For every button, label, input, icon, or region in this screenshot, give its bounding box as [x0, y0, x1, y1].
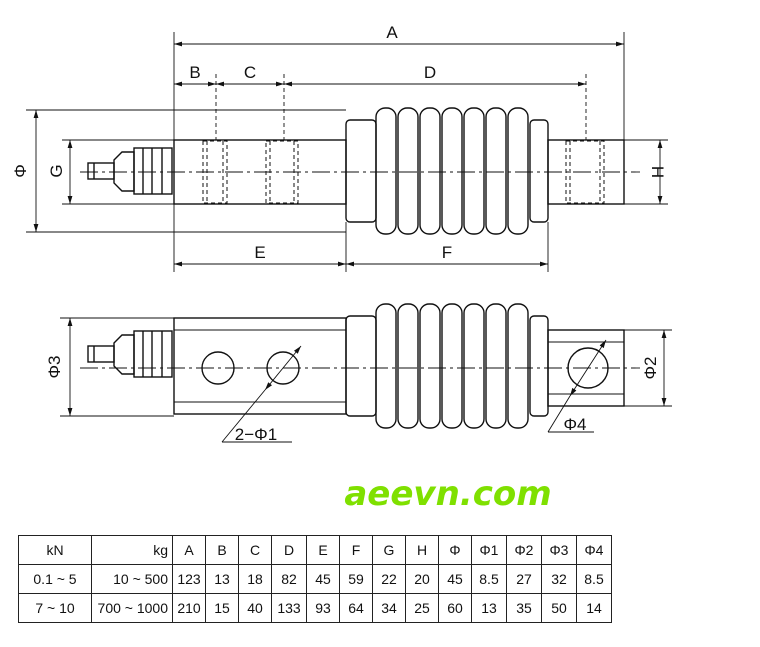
cell-h: 20 [405, 564, 439, 594]
header-e: E [306, 535, 340, 565]
cell-phi: 60 [438, 593, 472, 623]
dim-label-phi3: Φ3 [45, 355, 64, 378]
table-header-row: kN kg A B C D E F G H Φ Φ1 Φ2 Φ3 Φ4 [18, 535, 612, 565]
cell-e: 93 [306, 593, 340, 623]
hole-callout-phi4: Φ4 [563, 415, 586, 434]
cell-phi2: 27 [506, 564, 542, 594]
table-row: 0.1 ~ 5 10 ~ 500 123 13 18 82 45 59 22 2… [18, 564, 612, 594]
cell-b: 15 [205, 593, 239, 623]
cell-e: 45 [306, 564, 340, 594]
watermark: aeevn.com [344, 474, 551, 514]
cell-c: 40 [238, 593, 272, 623]
cell-d: 82 [271, 564, 307, 594]
bellows-top [345, 107, 549, 235]
header-d: D [271, 535, 307, 565]
header-phi1: Φ1 [471, 535, 507, 565]
cell-kn: 0.1 ~ 5 [18, 564, 92, 594]
bellows-side [345, 303, 549, 429]
dim-label-d: D [424, 63, 436, 82]
dim-label-g: G [47, 164, 66, 177]
cell-f: 64 [339, 593, 373, 623]
dim-label-phi2: Φ2 [641, 356, 660, 379]
cell-phi1: 13 [471, 593, 507, 623]
cell-kn: 7 ~ 10 [18, 593, 92, 623]
cell-phi1: 8.5 [471, 564, 507, 594]
cell-g: 22 [372, 564, 406, 594]
header-a: A [172, 535, 206, 565]
dim-label-b: B [189, 63, 200, 82]
cell-phi2: 35 [506, 593, 542, 623]
cable-gland [113, 151, 135, 192]
dim-label-phi: Φ [11, 164, 30, 178]
header-kg: kg [91, 535, 173, 565]
spec-table: kN kg A B C D E F G H Φ Φ1 Φ2 Φ3 Φ4 0.1 … [18, 535, 612, 623]
cell-kg: 700 ~ 1000 [91, 593, 173, 623]
header-phi4: Φ4 [576, 535, 612, 565]
side-view [60, 303, 672, 443]
dim-label-e: E [254, 243, 265, 262]
top-view [26, 32, 668, 272]
header-g: G [372, 535, 406, 565]
header-f: F [339, 535, 373, 565]
cell-f: 59 [339, 564, 373, 594]
cell-a: 123 [172, 564, 206, 594]
cell-phi4: 8.5 [576, 564, 612, 594]
dim-label-f: F [442, 243, 452, 262]
header-phi2: Φ2 [506, 535, 542, 565]
header-kn: kN [18, 535, 92, 565]
cell-kg: 10 ~ 500 [91, 564, 173, 594]
cell-g: 34 [372, 593, 406, 623]
cell-phi3: 50 [541, 593, 577, 623]
header-phi: Φ [438, 535, 472, 565]
cable-end [87, 162, 115, 180]
cell-phi3: 32 [541, 564, 577, 594]
load-cell-drawing: A B C D E F Φ G H [11, 23, 672, 514]
cell-b: 13 [205, 564, 239, 594]
header-h: H [405, 535, 439, 565]
dim-label-a: A [386, 23, 398, 42]
hole-callout-phi1: 2−Φ1 [235, 425, 277, 444]
cell-a: 210 [172, 593, 206, 623]
table-row: 7 ~ 10 700 ~ 1000 210 15 40 133 93 64 34… [18, 593, 612, 623]
cell-h: 25 [405, 593, 439, 623]
header-c: C [238, 535, 272, 565]
cell-phi4: 14 [576, 593, 612, 623]
dim-label-h: H [648, 166, 667, 178]
cell-phi: 45 [438, 564, 472, 594]
dim-label-c: C [244, 63, 256, 82]
header-b: B [205, 535, 239, 565]
cell-d: 133 [271, 593, 307, 623]
header-phi3: Φ3 [541, 535, 577, 565]
sensor-body-left-side [173, 317, 347, 415]
cell-c: 18 [238, 564, 272, 594]
